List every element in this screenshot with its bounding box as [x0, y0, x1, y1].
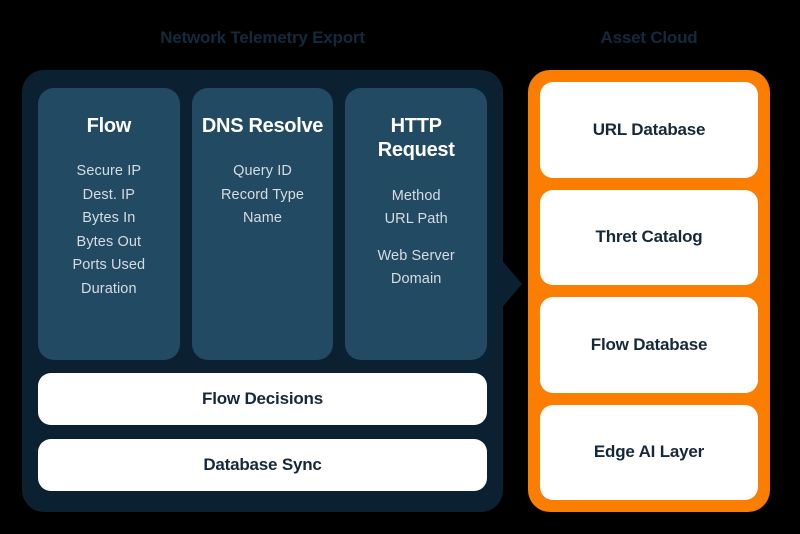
field-item: Dest. IP — [82, 186, 136, 203]
asset-card-url-database[interactable]: URL Database — [540, 82, 758, 178]
arrow-right-icon — [500, 258, 522, 310]
field-item: Secure IP — [76, 163, 142, 180]
field-item: Name — [242, 210, 283, 227]
network-telemetry-panel: Flow Secure IP Dest. IP Bytes In Bytes O… — [22, 70, 503, 512]
right-section-header: Asset Cloud — [600, 28, 698, 47]
field-item: Domain — [390, 271, 442, 288]
column-fields-http-request: Method URL Path Web Server Domain — [353, 185, 479, 292]
field-item: Ports Used — [72, 257, 146, 274]
asset-card-label: Edge AI Layer — [593, 442, 705, 462]
column-title-flow: Flow — [86, 115, 132, 137]
telemetry-column-flow[interactable]: Flow Secure IP Dest. IP Bytes In Bytes O… — [38, 88, 180, 360]
telemetry-columns-row: Flow Secure IP Dest. IP Bytes In Bytes O… — [38, 88, 488, 360]
field-item: Web Server — [377, 247, 455, 264]
asset-card-thret-catalog[interactable]: Thret Catalog — [540, 189, 758, 285]
telemetry-column-dns-resolve[interactable]: DNS Resolve Query ID Record Type Name — [191, 88, 334, 360]
asset-cloud-panel: URL Database Thret Catalog Flow Database… — [528, 70, 770, 512]
field-item: Record Type — [220, 186, 305, 203]
field-item: Duration — [81, 280, 137, 297]
column-title-http-request: HTTP Request — [377, 115, 455, 162]
bar-database-sync-label: Database Sync — [203, 455, 322, 474]
asset-card-edge-ai-layer[interactable]: Edge AI Layer — [540, 404, 758, 500]
bar-database-sync[interactable]: Database Sync — [38, 439, 487, 491]
field-item: Query ID — [233, 163, 292, 180]
field-item: Method — [391, 187, 441, 204]
column-fields-flow: Secure IP Dest. IP Bytes In Bytes Out Po… — [46, 160, 172, 301]
column-fields-dns-resolve: Query ID Record Type Name — [200, 160, 326, 230]
field-item: Bytes Out — [76, 233, 142, 250]
asset-card-label: URL Database — [592, 119, 706, 139]
left-section-header: Network Telemetry Export — [160, 28, 365, 47]
field-item: URL Path — [384, 211, 448, 228]
telemetry-column-http-request[interactable]: HTTP Request Method URL Path Web Server … — [345, 88, 488, 360]
asset-card-flow-database[interactable]: Flow Database — [540, 297, 758, 393]
asset-card-label: Thret Catalog — [595, 227, 703, 247]
column-title-dns-resolve: DNS Resolve — [201, 115, 324, 137]
asset-card-label: Flow Database — [590, 334, 708, 354]
bar-flow-decisions-label: Flow Decisions — [202, 389, 323, 408]
bar-flow-decisions[interactable]: Flow Decisions — [38, 373, 487, 425]
field-item: Bytes In — [82, 210, 136, 227]
